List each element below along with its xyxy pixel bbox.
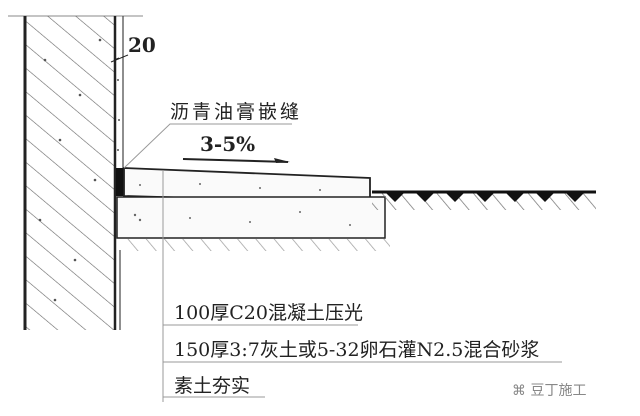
slope-label: 3-5% [200, 132, 256, 156]
watermark: ⌘ 豆丁施工 [512, 380, 586, 400]
lime-soil-layer [116, 196, 386, 239]
layer-label-2: 150厚3:7灰土或5-32卵石灌N2.5混合砂浆 [174, 339, 540, 361]
slope-arrow [182, 158, 290, 163]
watermark-text: 豆丁施工 [530, 383, 587, 399]
leader-lines [123, 123, 562, 402]
dimension-mark [110, 54, 129, 63]
compacted-soil [124, 239, 390, 251]
wall [8, 15, 143, 330]
dimension-label: 20 [128, 33, 156, 57]
sealant-joint [116, 168, 124, 196]
layer-label-1: 100厚C20混凝土压光 [174, 302, 363, 324]
ground-surface [372, 190, 596, 210]
joint-label: 沥青油膏嵌缝 [170, 101, 303, 123]
layer-label-3: 素土夯实 [174, 375, 251, 397]
wechat-icon: ⌘ [512, 383, 531, 399]
